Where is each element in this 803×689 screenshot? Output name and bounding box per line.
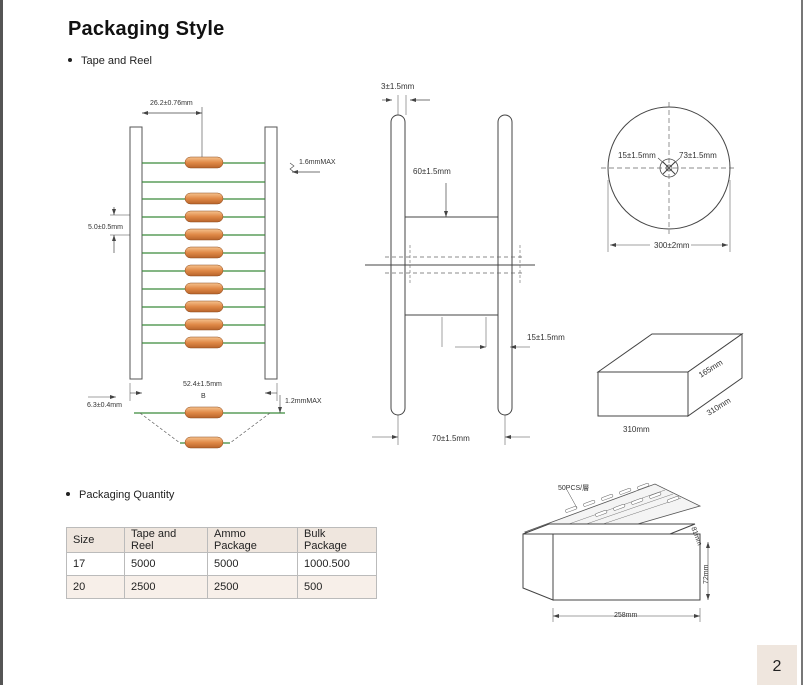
dim-flange: 3±1.5mm	[381, 82, 415, 91]
page-title: Packaging Style	[68, 18, 225, 40]
dim-pitch: 5.0±0.5mm	[88, 224, 123, 231]
dim-max-1: 1.6mmMAX	[299, 159, 336, 166]
table-cell: 5000	[207, 552, 298, 576]
dim-reel-width: 70±1.5mm	[432, 434, 470, 443]
ammo-box	[522, 483, 710, 622]
table-cell: 500	[297, 575, 377, 599]
dim-gap: 15±1.5mm	[527, 333, 565, 342]
col-ammo: Ammo Package	[207, 527, 298, 553]
tape-diagram	[88, 107, 320, 449]
page-number: 2	[757, 645, 797, 685]
component-row	[142, 282, 265, 295]
table-cell: 5000	[124, 552, 208, 576]
quantity-table: Size Tape and Reel Ammo Package Bulk Pac…	[66, 527, 377, 599]
component-row	[142, 264, 265, 277]
dim-hub: 60±1.5mm	[413, 167, 451, 176]
reel-box	[596, 333, 744, 417]
col-size: Size	[66, 527, 125, 553]
col-tape-reel: Tape and Reel	[124, 527, 208, 553]
table-row: 20 2500 2500 500	[66, 575, 377, 599]
dim-max-2: 1.2mmMAX	[285, 398, 322, 405]
component-row	[142, 336, 265, 349]
component-row	[142, 192, 265, 205]
dim-ammo-height: 72mm	[703, 564, 710, 584]
dim-offset: 6.3±0.4mm	[87, 402, 122, 409]
reel-front-view	[601, 102, 737, 252]
component-row	[142, 228, 265, 241]
dim-ammo-width: 258mm	[614, 612, 638, 619]
dim-tape-width: 52.4±1.5mm	[183, 381, 222, 388]
table-cell: 1000.500	[297, 552, 377, 576]
dim-tape-top: 26.2±0.76mm	[150, 100, 193, 107]
table-cell: 20	[66, 575, 125, 599]
component-row	[142, 300, 265, 313]
table-row: 17 5000 5000 1000.500	[66, 552, 377, 576]
reel-side-view	[365, 95, 535, 445]
ammo-note: 50PCS/層	[558, 485, 590, 492]
component-row	[142, 156, 265, 169]
component-row	[142, 318, 265, 331]
table-cell: 2500	[124, 575, 208, 599]
dim-b: B	[201, 393, 206, 400]
col-bulk: Bulk Package	[297, 527, 377, 553]
section-tape-reel: Tape and Reel	[68, 55, 152, 67]
dim-diameter: 300±2mm	[654, 241, 690, 250]
component-row	[142, 210, 265, 223]
table-cell: 2500	[207, 575, 298, 599]
table-cell: 17	[66, 552, 125, 576]
component-row	[142, 246, 265, 259]
table-header-row: Size Tape and Reel Ammo Package Bulk Pac…	[66, 527, 377, 553]
dim-center-left: 15±1.5mm	[618, 151, 656, 160]
section-quantity: Packaging Quantity	[66, 489, 174, 501]
dim-center-right: 73±1.5mm	[679, 151, 717, 160]
dim-box-width: 310mm	[623, 425, 650, 434]
